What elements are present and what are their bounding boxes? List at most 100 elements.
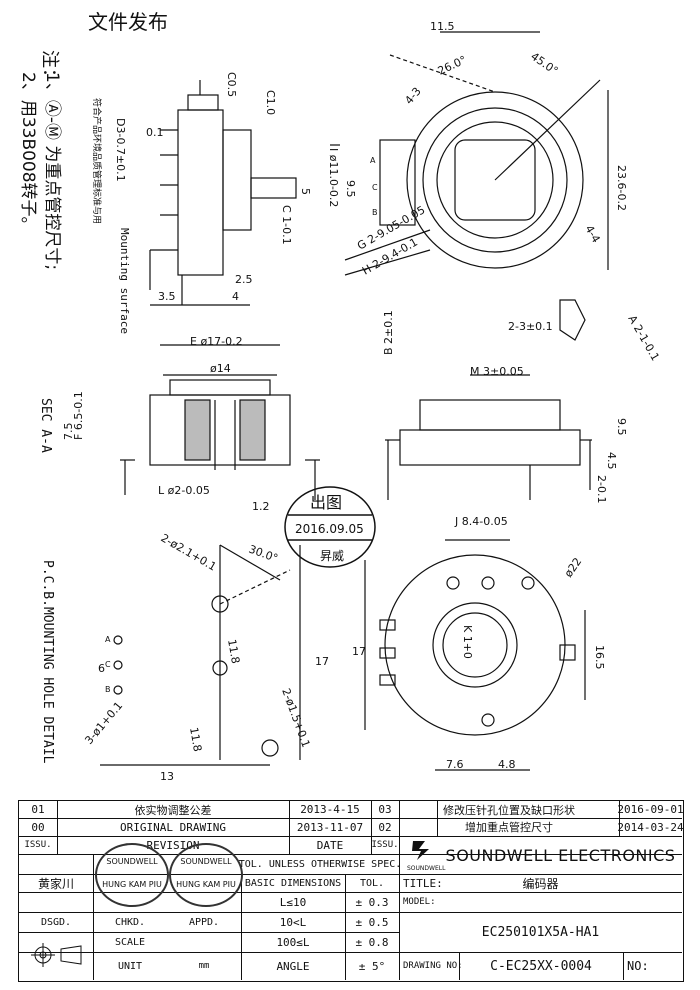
dim-m-label: M 3±0.05 (470, 365, 524, 378)
rev-row-0-no: 00 (31, 820, 45, 834)
no-label: NO: (627, 959, 649, 973)
title-label: TITLE: (403, 876, 443, 890)
rev-row-1-desc: 依实物调整公差 (134, 803, 212, 817)
dim-c05: C0.5 (225, 72, 238, 97)
dim-13: 13 (160, 770, 174, 783)
stamp-1-name: HUNG KAM PIU (102, 880, 162, 889)
dim-d-label: D3-0.7±0.1 (114, 118, 127, 182)
rev-row-1-no2: 03 (378, 803, 392, 816)
dsgd-label: DSGD. (40, 916, 72, 928)
appd-label: APPD. (188, 916, 220, 928)
company-logo: SOUNDWELL (407, 839, 446, 872)
rev-row-1-date: 2013-4-15 (300, 803, 360, 816)
drafter-name: 黄家川 (37, 876, 74, 891)
company-name: SOUNDWELL ELECTRONICS (445, 845, 676, 865)
rev-row-0-desc: ORIGINAL DRAWING (120, 820, 226, 834)
dim-45-deg: 45.0° (528, 50, 560, 78)
dim-4-4: 4-4 (582, 223, 602, 245)
angle-tol: ± 5° (358, 959, 386, 973)
dim-7-6: 7.6 (446, 758, 464, 771)
dim-6: 6 (98, 662, 105, 675)
dim-17-b: 17 (352, 645, 366, 658)
title-block: 01 依实物调整公差 2013-4-15 03 修改压针孔位置及缺口形状 201… (18, 800, 684, 982)
dim-hole-1: 3-ø1+0.1 (82, 699, 125, 747)
stamp-sub: 昇威 (320, 549, 344, 563)
rev-row-1-no: 01 (31, 803, 45, 816)
rev-row-1-desc2: 修改压针孔位置及缺口形状 (443, 803, 575, 817)
unit-value: mm (198, 961, 210, 971)
chkd-label: CHKD. (114, 916, 146, 928)
tol-value-1: ± 0.3 (355, 895, 389, 909)
stamp-date: 2016.09.05 (295, 522, 364, 536)
dim-l-label: L ø2-0.05 (158, 484, 210, 497)
drawing-no-value: C-EC25XX-0004 (490, 958, 592, 974)
dim-4-5: 4.5 (605, 452, 618, 470)
dim-23-6: 23.6-0.2 (615, 165, 628, 211)
dim-2-b: 2-0.1 (595, 475, 608, 503)
section-view (120, 344, 320, 500)
bottom-view (364, 539, 586, 771)
stamp-1-brand: SOUNDWELL (106, 857, 158, 866)
drawing-no-label: DRAWING NO: (403, 961, 463, 971)
dim-e-label: E ø17-0.2 (190, 335, 243, 348)
dim-d14: ø14 (210, 362, 231, 375)
signature-stamp-1: SOUNDWELL HUNG KAM PIU (95, 843, 169, 907)
rev-row-0-date2: 2014-03-24 (617, 820, 684, 834)
dim-26-deg: 26.0° (436, 53, 469, 77)
dim-4: 4 (232, 290, 239, 303)
stamp-2-name: HUNG KAM PIU (176, 880, 236, 889)
projection-symbol-icon (27, 932, 87, 978)
tol-value-2: ± 0.5 (355, 915, 389, 929)
approval-stamp (284, 486, 376, 568)
dim-11-8-a: 11.8 (225, 638, 242, 664)
model-label: MODEL: (403, 897, 436, 907)
side-view (149, 80, 297, 306)
pcb-pin-b: B (105, 685, 111, 694)
dim-0-1: 0.1 (146, 126, 164, 139)
dim-2-5: 2.5 (235, 273, 253, 286)
tol-header: TOL. (359, 877, 385, 889)
tol-spec-header: TOL. UNLESS OTHERWISE SPEC. (238, 858, 402, 870)
signature-stamp-2: SOUNDWELL HUNG KAM PIU (169, 843, 243, 907)
dim-f-label: F 6.5-0.1 (72, 391, 85, 440)
dim-j-label: J 8.4-0.05 (454, 515, 508, 528)
pcb-pin-a: A (105, 635, 111, 644)
dim-2-3: 2-3±0.1 (508, 320, 553, 333)
angle-label: ANGLE (276, 959, 310, 973)
technical-drawing: C0.5 C1.0 0.1 D3-0.7±0.1 I ø11.0-0.2 9.5… (62, 20, 662, 783)
right-side-view (385, 374, 592, 500)
dim-11-5: 11.5 (430, 20, 455, 33)
pin-label-c: C (372, 183, 378, 192)
dim-hole-1-5: 2-ø1.5+0.1 (279, 687, 312, 750)
tol-value-3: ± 0.8 (355, 935, 389, 949)
dim-c-label: C 1-0.1 (280, 205, 293, 245)
pin-label-b: B (372, 208, 378, 217)
front-view (330, 31, 609, 341)
stamp-text: 出图 (310, 493, 342, 512)
scale-label: SCALE (114, 936, 146, 948)
dim-k-label: K 1+0 (461, 625, 474, 659)
dim-c10: C1.0 (264, 90, 277, 115)
tol-range-2: 10<L (279, 915, 307, 929)
revision-header: REVISION (146, 838, 200, 852)
dim-b-label: B 2±0.1 (382, 310, 395, 355)
dim-i-label: I ø11.0-0.2 (327, 148, 340, 207)
unit-label: UNIT (117, 960, 143, 972)
dim-4-8: 4.8 (498, 758, 516, 771)
dim-d22: ø22 (562, 555, 585, 579)
title-value: 编码器 (522, 876, 559, 891)
dim-9-5: 9.5 (344, 180, 357, 198)
dim-4-3: 4-3 (402, 85, 424, 107)
dim-3-5: 3.5 (158, 290, 176, 303)
dim-17: 17 (315, 655, 329, 668)
stamp-2-brand: SOUNDWELL (180, 857, 232, 866)
dim-5: 5 (299, 188, 312, 195)
rev-row-0-date: 2013-11-07 (296, 820, 364, 834)
dim-11-8-b: 11.8 (187, 726, 204, 752)
dim-1-2: 1.2 (252, 500, 270, 513)
logo-caption: SOUNDWELL (407, 865, 446, 872)
model-value: EC250101X5A-HA1 (481, 924, 600, 940)
issu-header-2: ISSU. (371, 840, 399, 850)
pcb-hole-detail (100, 544, 301, 766)
dim-9-5-b: 9.5 (615, 418, 628, 436)
